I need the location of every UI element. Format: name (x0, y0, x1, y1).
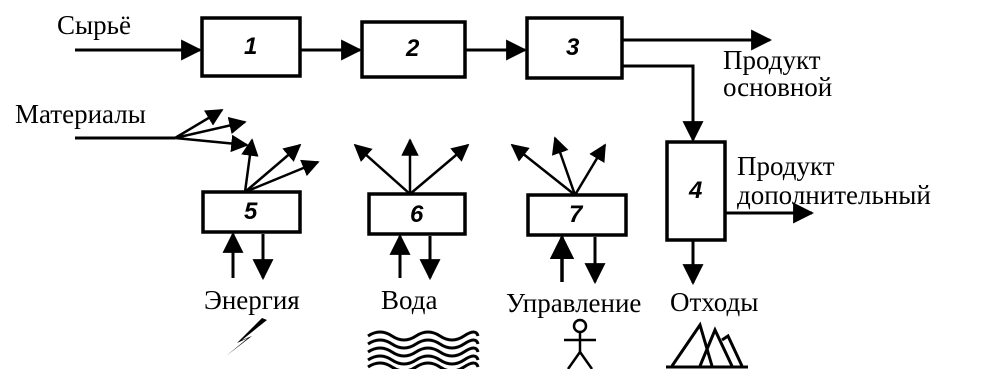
block-5-number: 5 (244, 198, 258, 225)
block-7 (526, 193, 628, 237)
block-4 (665, 140, 727, 242)
block-1-number: 1 (244, 33, 258, 60)
by-product-label-line1: Продукт (737, 151, 835, 181)
materials-arrow-up (174, 108, 224, 140)
block-4-number: 4 (689, 177, 703, 204)
materials-arrow-mid (174, 116, 247, 140)
block-7-number: 7 (569, 201, 583, 228)
waves-icon (367, 330, 480, 369)
main-product-label-line2: основной (723, 72, 833, 102)
block-2 (360, 20, 467, 79)
materials-label: Материалы (15, 99, 146, 129)
main-product-label-line1: Продукт (723, 45, 821, 75)
lightning-icon (226, 318, 267, 356)
control-label: Управление (506, 288, 642, 318)
fan5-arrow-3 (244, 159, 320, 194)
waste-heap-icon (666, 321, 748, 369)
block-1 (200, 16, 302, 78)
fan7-arrow-3 (573, 143, 607, 196)
energy-label: Энергия (204, 285, 300, 315)
fan5-arrow-2 (244, 143, 302, 193)
fan5-arrow-1 (241, 138, 259, 193)
by-product-label-line2: дополнительный (737, 180, 931, 210)
raw-material-label: Сырьё (57, 10, 131, 40)
block-3-number: 3 (566, 34, 580, 61)
arrow-3-to-4 (622, 64, 704, 143)
block-6 (367, 192, 467, 236)
block-2-number: 2 (406, 35, 420, 62)
fan7-arrow-1 (510, 143, 576, 196)
block-5 (201, 190, 302, 234)
waste-label: Отходы (670, 287, 759, 317)
materials-arrow-low (174, 134, 249, 153)
fan6-arrow-3 (409, 143, 470, 195)
block-3 (525, 16, 624, 80)
person-icon (564, 318, 596, 369)
block-6-number: 6 (410, 201, 424, 228)
fan7-arrow-2 (551, 136, 577, 196)
water-label: Вода (381, 285, 438, 315)
fan6-arrow-1 (353, 143, 411, 195)
